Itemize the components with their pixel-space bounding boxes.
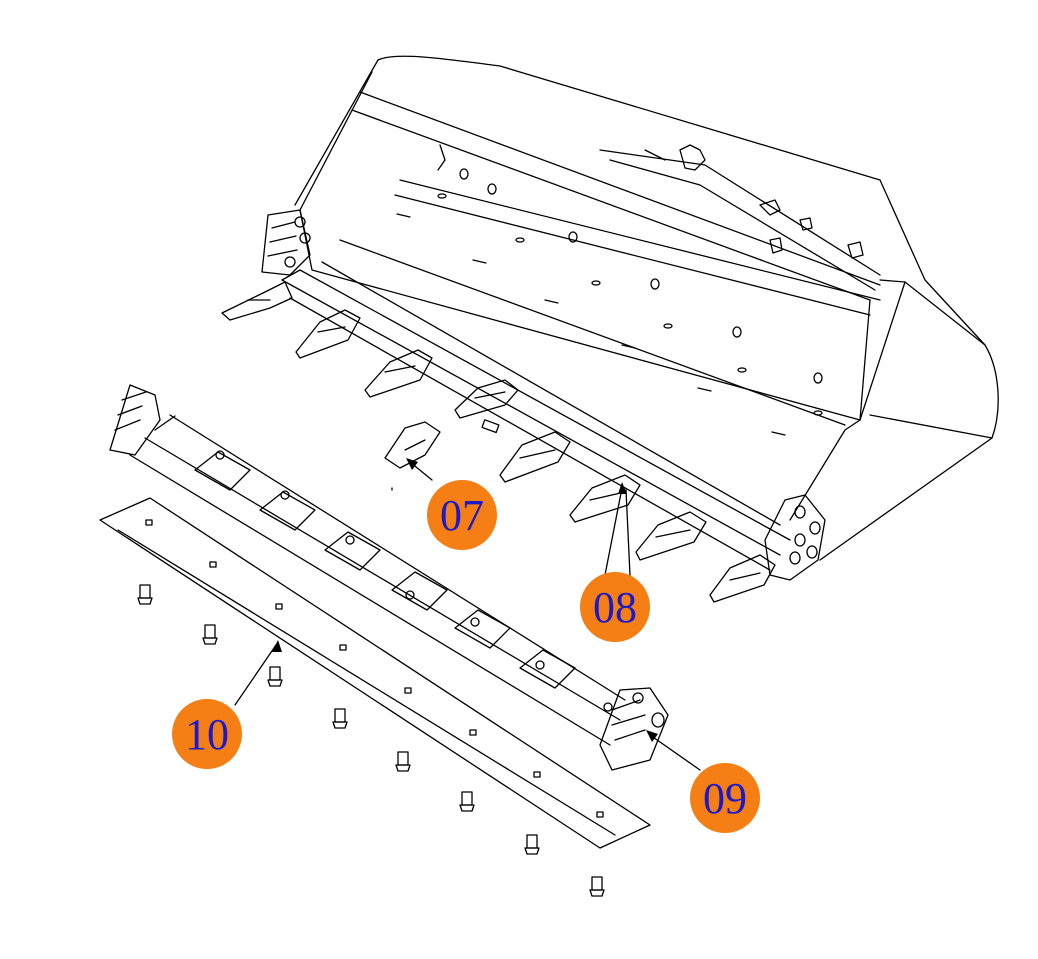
callout-08-label: 08 xyxy=(593,583,637,632)
callout-09-label: 09 xyxy=(703,774,747,823)
callout-10-label: 10 xyxy=(185,710,229,759)
bucket-shell xyxy=(294,55,999,561)
plow-bolts xyxy=(137,584,605,897)
bucket-holes xyxy=(396,168,823,436)
callout-08: 08 xyxy=(580,572,650,642)
bucket-teeth xyxy=(221,281,776,603)
callout-10: 10 xyxy=(172,699,242,769)
leader-arrowheads xyxy=(272,458,658,742)
callout-07: 07 xyxy=(427,480,497,550)
bucket-right-corner xyxy=(764,494,826,581)
callout-07-label: 07 xyxy=(440,491,484,540)
bucket-left-corner xyxy=(261,209,311,276)
cutting-edge-blade xyxy=(99,497,651,849)
exploded-adapter-bar xyxy=(109,384,669,771)
leader-lines xyxy=(234,461,701,771)
callout-09: 09 xyxy=(690,763,760,833)
bucket-adapter-bar xyxy=(281,269,791,571)
loose-tooth-tip xyxy=(384,421,441,491)
